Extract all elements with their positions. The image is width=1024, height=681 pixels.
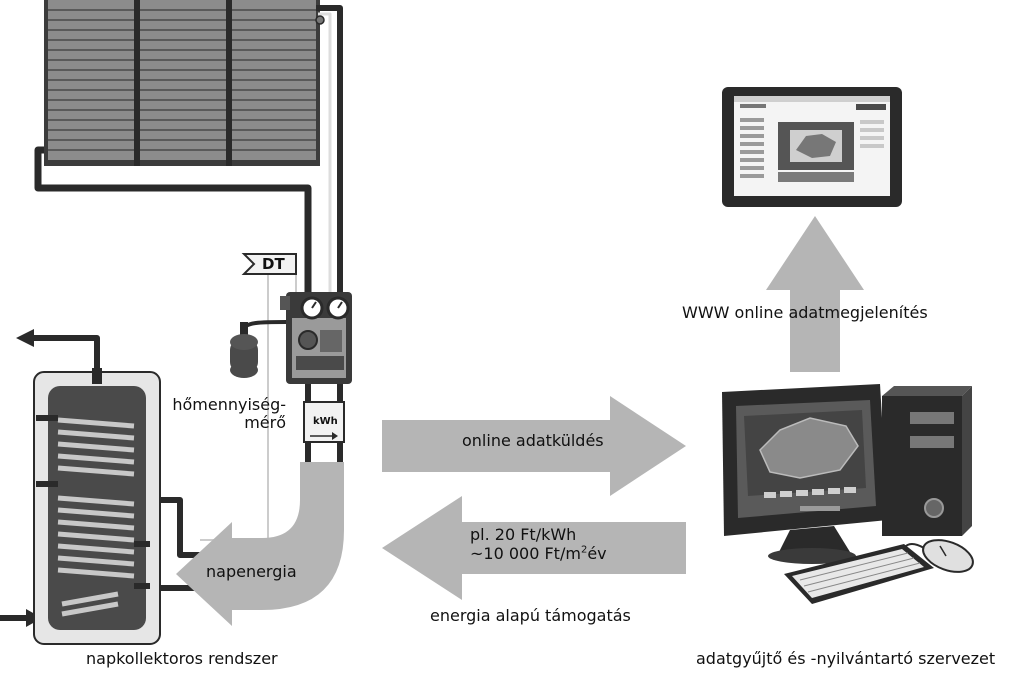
energy-support-label: energia alapú támogatás xyxy=(430,606,631,625)
price-label: pl. 20 Ft/kWh ~10 000 Ft/m2év xyxy=(470,525,620,563)
organization-caption: adatgyűjtő és -nyilvántartó szervezet xyxy=(696,649,996,668)
tablet-display xyxy=(722,87,902,207)
solar-collector-panels xyxy=(44,0,320,166)
www-display-label: WWW online adatmegjelenítés xyxy=(682,303,928,322)
hot-water-outlet-arrow xyxy=(16,329,34,347)
price-label-line2: ~10 000 Ft/m2év xyxy=(470,543,607,563)
solar-energy-arrow xyxy=(176,462,344,626)
solar-system-caption: napkollektoros rendszer xyxy=(86,649,278,668)
dt-controller xyxy=(241,253,297,275)
kwh-heat-meter xyxy=(303,401,345,443)
price-label-line1: pl. 20 Ft/kWh xyxy=(470,525,577,544)
www-display-arrow xyxy=(766,216,864,372)
online-sending-label: online adatküldés xyxy=(462,431,604,450)
expansion-vessel xyxy=(230,322,258,378)
kwh-meter-label: kWh xyxy=(313,416,338,427)
storage-tank xyxy=(33,368,161,645)
desktop-computer xyxy=(722,384,974,604)
online-sending-arrow xyxy=(382,396,686,496)
heat-meter-label-line1: hőmennyiség- xyxy=(172,395,286,414)
energy-support-arrow xyxy=(382,496,686,600)
dt-controller-label: DT xyxy=(262,255,285,273)
pump-station xyxy=(280,292,352,384)
heat-meter-label-line2: mérő xyxy=(244,413,286,433)
solar-energy-label: napenergia xyxy=(206,562,297,581)
heat-meter-label: hőmennyiség- mérő xyxy=(166,395,286,433)
